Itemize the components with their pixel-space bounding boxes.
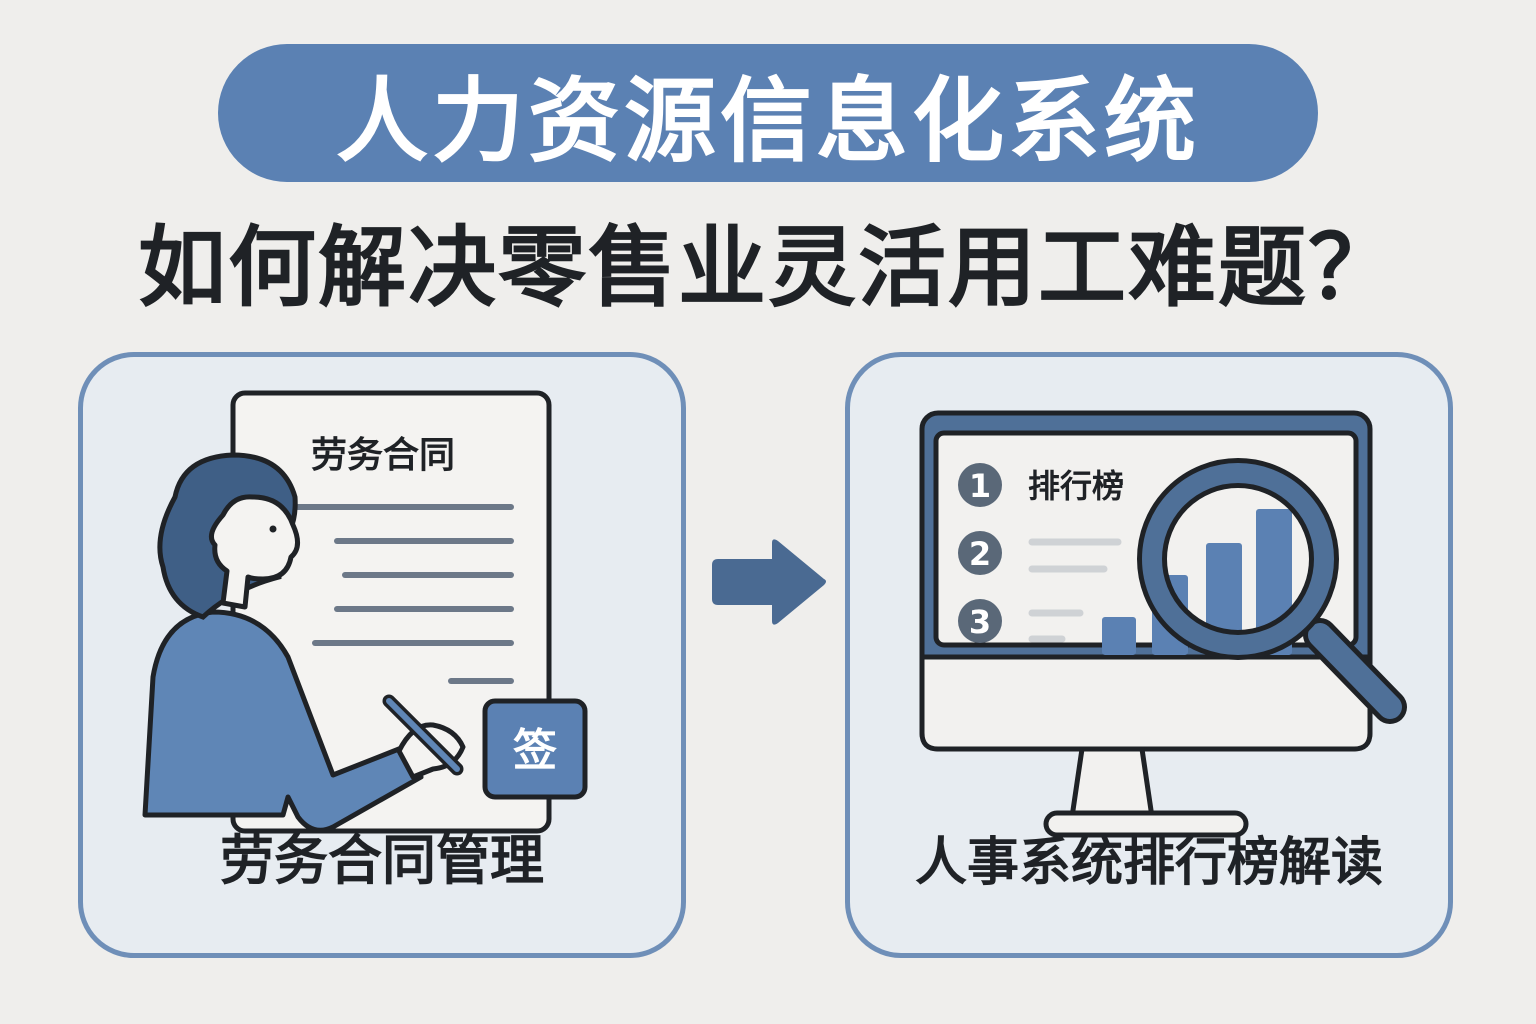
pen-icon xyxy=(382,694,464,776)
rank-1: 1 xyxy=(969,467,991,505)
ranking-list: 1 排行榜 2 3 xyxy=(958,463,1124,643)
card-label: 人事系统排行榜解读 xyxy=(914,833,1383,893)
sign-stamp-icon: 签 xyxy=(482,698,588,800)
rank-2: 2 xyxy=(969,535,991,573)
arrow-right-icon xyxy=(712,539,826,625)
title-banner: 人力资源信息化系统 xyxy=(218,44,1318,182)
ranking-illustration: 1 排行榜 2 3 xyxy=(919,410,1407,838)
card-label: 劳务合同管理 xyxy=(220,829,544,892)
contract-signing-illustration: 劳务合同 签 xyxy=(142,390,588,834)
rank-3: 3 xyxy=(969,603,991,641)
contract-management-card: 劳务合同 签 劳务合同管理 xyxy=(78,352,686,958)
sign-badge-label: 签 xyxy=(513,725,557,776)
magnifier-icon xyxy=(1137,458,1407,724)
page-title: 人力资源信息化系统 xyxy=(335,67,1200,175)
page-subtitle: 如何解决零售业灵活用工难题？ xyxy=(137,215,1398,319)
hr-ranking-card: 1 排行榜 2 3 人事系统排行榜解读 xyxy=(845,352,1453,958)
document-title: 劳务合同 xyxy=(311,435,455,476)
screen-title: 排行榜 xyxy=(1028,467,1124,505)
